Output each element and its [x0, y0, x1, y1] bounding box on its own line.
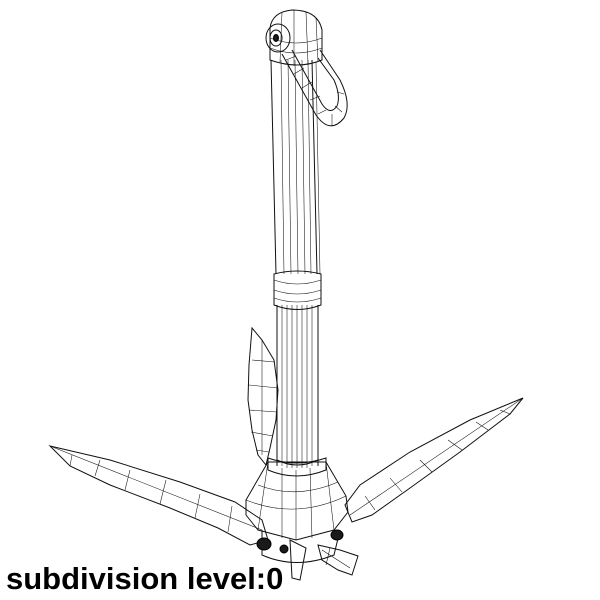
anchor-head [265, 9, 323, 66]
anchor-shank [270, 59, 322, 468]
back-fluke [247, 326, 279, 467]
subdivision-level-caption: subdivision level:0 [6, 561, 284, 596]
left-fluke [48, 445, 269, 546]
hinge-bolts [256, 529, 344, 554]
right-fluke [344, 397, 524, 523]
bottom-fluke [289, 539, 359, 581]
anchor-shackle [281, 49, 348, 127]
